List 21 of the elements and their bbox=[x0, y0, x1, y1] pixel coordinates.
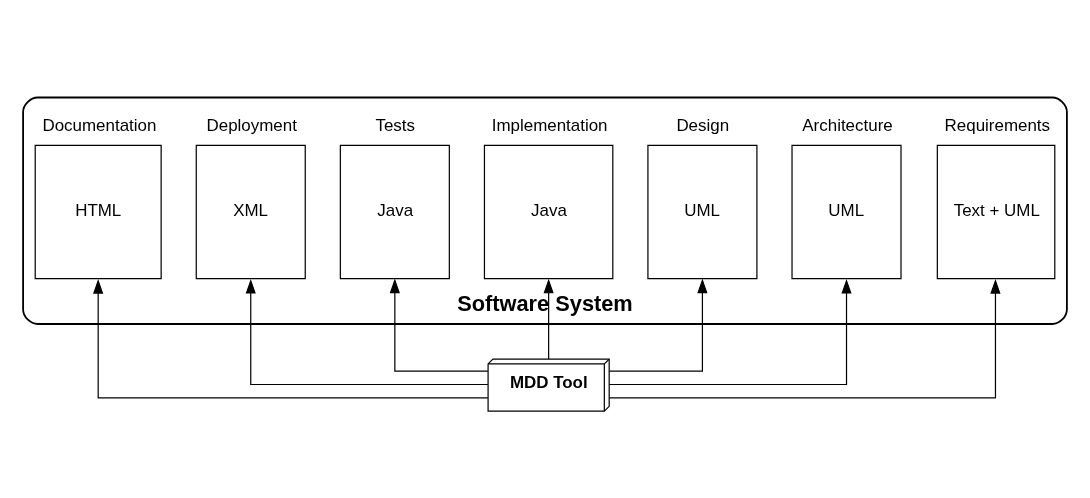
node-box: Text + UML bbox=[936, 144, 1056, 279]
node-label: Deployment bbox=[206, 115, 297, 135]
node-label: Requirements bbox=[944, 115, 1051, 135]
node-label: Documentation bbox=[42, 115, 157, 135]
node-box: HTML bbox=[34, 144, 162, 279]
node-label: Design bbox=[676, 115, 730, 135]
arrow bbox=[608, 278, 1001, 398]
node-box: UML bbox=[647, 144, 758, 279]
arrow bbox=[543, 278, 554, 360]
node-label: Implementation bbox=[491, 115, 608, 135]
arrow bbox=[389, 278, 489, 372]
node-label: Architecture bbox=[802, 115, 893, 135]
node-label: Tests bbox=[375, 115, 415, 135]
node-box: UML bbox=[791, 144, 902, 279]
arrow bbox=[93, 278, 489, 398]
node-box: Java bbox=[483, 144, 614, 279]
node-box: Java bbox=[339, 144, 450, 279]
arrow bbox=[245, 278, 489, 385]
node-box: XML bbox=[195, 144, 306, 279]
arrow bbox=[608, 278, 852, 385]
arrow bbox=[608, 278, 708, 372]
